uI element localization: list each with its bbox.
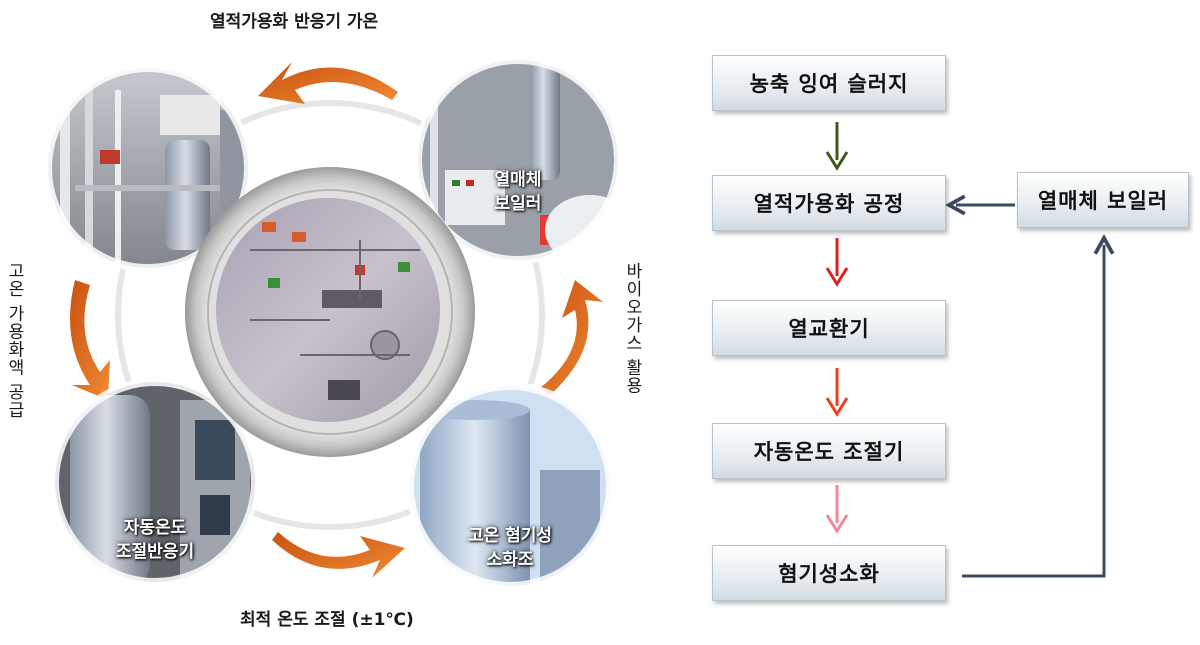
node-anaerobic-digester: 고온 혐기성 소화조 bbox=[410, 386, 610, 586]
flow-step-heat-exchanger: 열교환기 bbox=[712, 300, 946, 356]
flow-step-temperature-controller: 자동온도 조절기 bbox=[712, 423, 946, 479]
flow-step-thermal-solubilization-label: 열적가용화 공정 bbox=[753, 192, 905, 216]
flow-step-anaerobic-digestion-label: 혐기성소화 bbox=[778, 562, 880, 586]
node-boiler-line1: 열매체 bbox=[494, 170, 542, 190]
flow-step-heat-exchanger-label: 열교환기 bbox=[788, 317, 870, 341]
node-auto-temp-reactor: 자동온도 조절반응기 bbox=[55, 382, 255, 582]
connector-digestion-to-boiler bbox=[962, 245, 1104, 578]
label-temperature-control: 최적 온도 조절 (±1℃) bbox=[240, 610, 414, 630]
flow-step-thickened-sludge-label: 농축 잉여 슬러지 bbox=[749, 72, 909, 96]
flow-arrow-2 bbox=[825, 238, 849, 287]
flow-side-boiler: 열매체 보일러 bbox=[1017, 172, 1189, 228]
node-boiler-line2: 보일러 bbox=[494, 194, 542, 214]
label-solubilized-liquid-supply: 고온 가용화액 공급 bbox=[4, 262, 24, 419]
flow-side-boiler-label: 열매체 보일러 bbox=[1037, 189, 1169, 213]
node-anaerobic-digester-line1: 고온 혐기성 bbox=[467, 526, 553, 546]
node-anaerobic-digester-line2: 소화조 bbox=[486, 550, 534, 570]
flow-arrow-1 bbox=[825, 122, 849, 171]
node-auto-temp-reactor-line2: 조절반응기 bbox=[115, 542, 195, 562]
flow-step-anaerobic-digestion: 혐기성소화 bbox=[712, 545, 946, 601]
flow-arrow-4 bbox=[825, 485, 849, 534]
flow-arrow-3 bbox=[825, 368, 849, 417]
flow-step-thickened-sludge: 농축 잉여 슬러지 bbox=[712, 55, 946, 111]
cycle-diagram-graphics bbox=[48, 60, 618, 586]
flow-step-thermal-solubilization: 열적가용화 공정 bbox=[712, 175, 946, 231]
flow-step-temperature-controller-label: 자동온도 조절기 bbox=[753, 440, 905, 464]
label-reactor-heating: 열적가용화 반응기 가온 bbox=[210, 12, 379, 32]
node-auto-temp-reactor-line1: 자동온도 bbox=[123, 518, 187, 538]
label-biogas-use: 바이오가스 활용 bbox=[622, 262, 642, 395]
flow-connectors bbox=[825, 122, 1200, 578]
node-boiler: 열매체 보일러 bbox=[418, 60, 618, 260]
